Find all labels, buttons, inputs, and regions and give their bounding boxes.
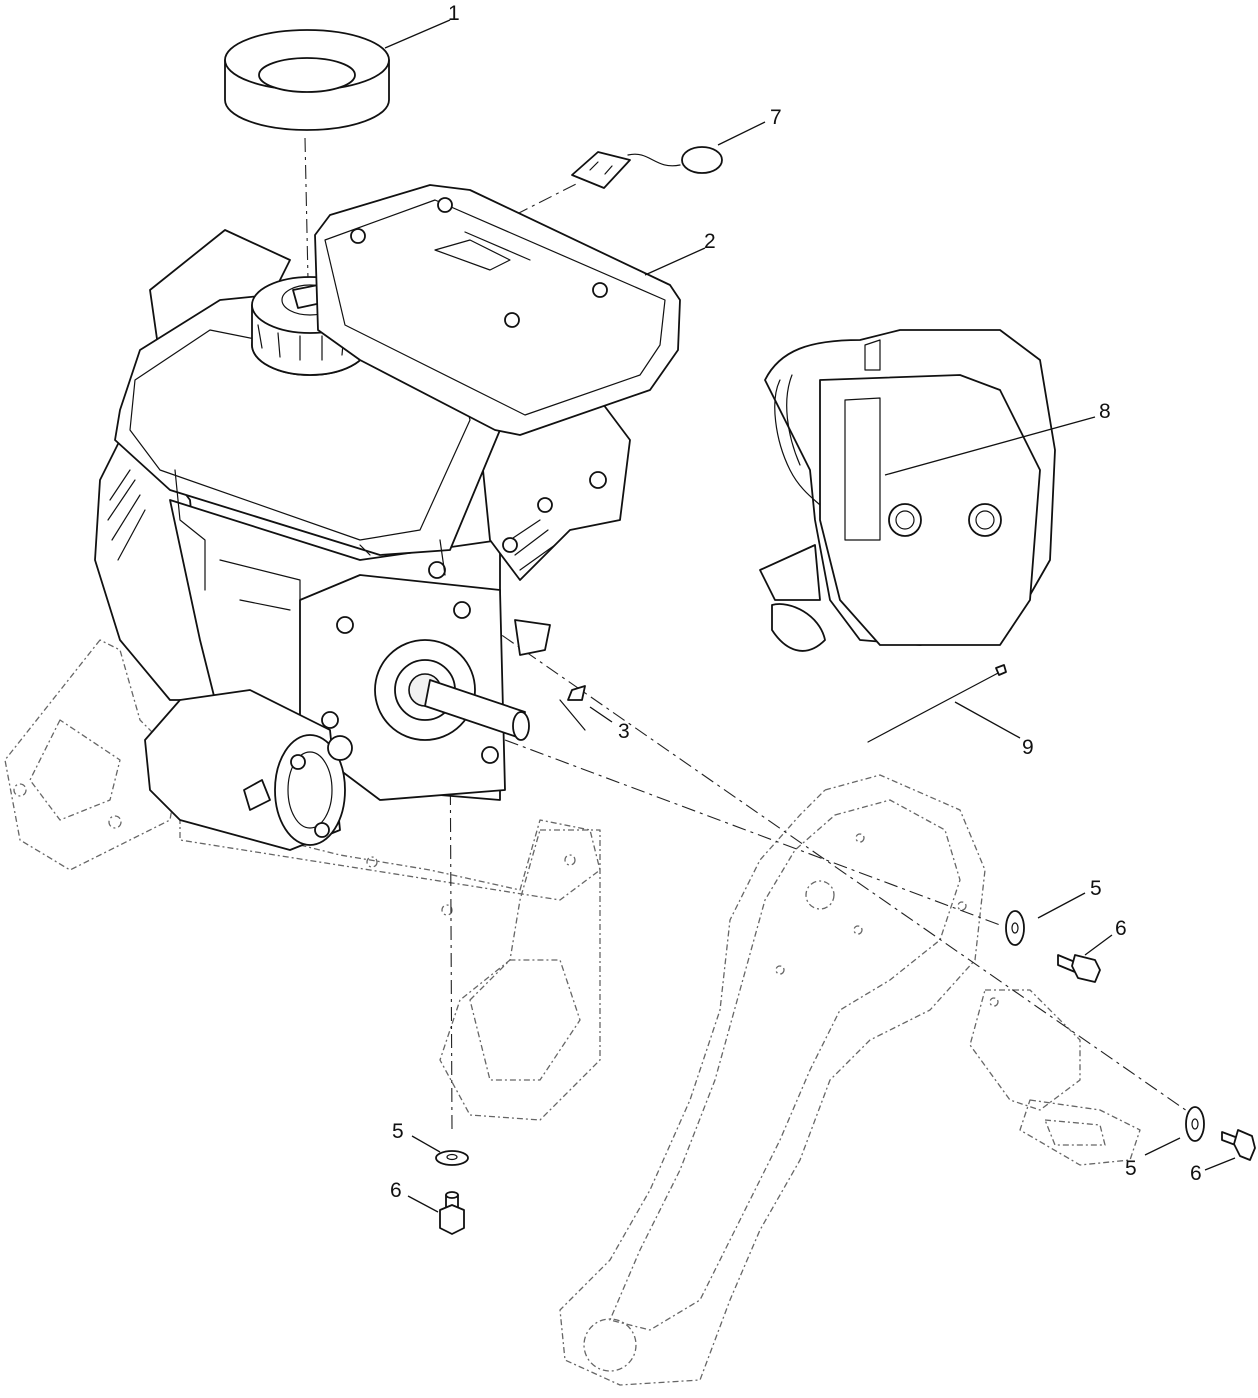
ignition-key xyxy=(571,146,723,189)
engine-assembly xyxy=(94,184,681,851)
callout-6c: 6 xyxy=(390,1179,402,1202)
engine-base-plate-ghost xyxy=(179,789,601,916)
mounting-bracket-ghost xyxy=(439,829,601,1121)
callout-5b: 5 xyxy=(1125,1157,1137,1180)
callout-9: 9 xyxy=(1022,736,1034,759)
fuel-cap-seal-ring xyxy=(224,29,390,131)
frame-plate-left-ghost xyxy=(4,639,181,871)
washer-right-upper xyxy=(1005,910,1025,946)
bolt-right-upper xyxy=(1057,954,1101,983)
callout-5c: 5 xyxy=(392,1120,404,1143)
bolt-bottom xyxy=(439,1191,465,1235)
washer-right-lower xyxy=(1185,1106,1205,1142)
callout-1: 1 xyxy=(448,2,460,25)
callout-3: 3 xyxy=(618,720,630,743)
callout-labels: 1 2 3 5 5 5 6 6 6 7 8 9 xyxy=(390,2,1202,1202)
callout-7: 7 xyxy=(770,106,782,129)
leader-lines xyxy=(384,19,1236,1213)
cable-tie xyxy=(867,664,1007,743)
bolt-right-lower xyxy=(1221,1129,1256,1161)
control-module xyxy=(759,329,1056,652)
assembly-axes xyxy=(304,137,1201,1131)
callout-6a: 6 xyxy=(1115,917,1127,940)
callout-8: 8 xyxy=(1099,400,1111,423)
callout-2: 2 xyxy=(704,230,716,253)
callout-5a: 5 xyxy=(1090,877,1102,900)
washer-bottom xyxy=(435,1150,469,1166)
main-frame-arm-ghost xyxy=(559,774,986,1386)
hinge-bracket-ghost xyxy=(969,989,1141,1166)
callout-6b: 6 xyxy=(1190,1162,1202,1185)
